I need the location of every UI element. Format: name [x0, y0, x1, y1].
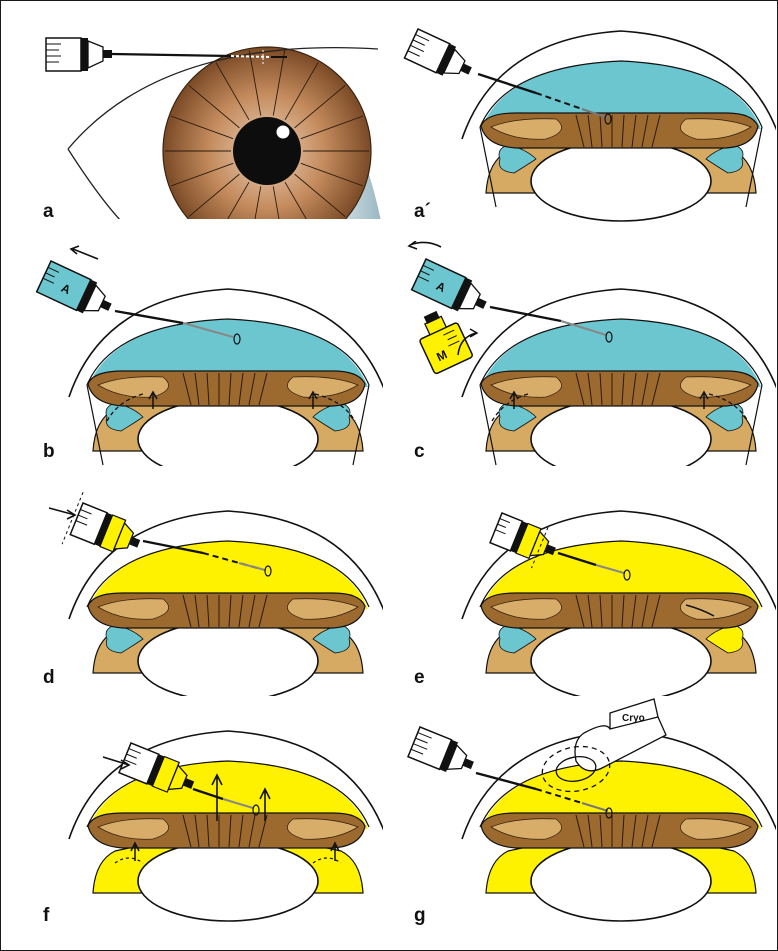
panel-c: A M c — [396, 241, 776, 466]
panel-label-c: c — [414, 441, 425, 463]
bottle-m: M — [411, 305, 477, 374]
panel-label-a: a — [43, 201, 54, 223]
pupil — [233, 117, 301, 185]
panel-label-a-prime: a´ — [414, 201, 431, 223]
panel-g-graphic: Cryo — [396, 691, 776, 931]
push-arrow — [49, 508, 75, 519]
panel-a: a — [3, 21, 383, 226]
panel-e-graphic — [396, 491, 776, 696]
panel-label-g: g — [414, 905, 426, 927]
corneal-reflex — [277, 126, 290, 139]
panel-a-prime: a´ — [396, 21, 776, 226]
lower-eyelid — [68, 149, 121, 221]
panel-e: e — [396, 491, 776, 696]
panel-label-f: f — [43, 905, 49, 927]
panel-label-d: d — [43, 667, 55, 689]
withdraw-arrow — [71, 246, 98, 259]
panel-g: Cryo g — [396, 691, 776, 931]
panel-f: f — [3, 721, 383, 931]
panel-label-b: b — [43, 441, 55, 463]
cryo-label: Cryo — [622, 713, 645, 724]
panel-a-graphic — [3, 21, 383, 226]
panel-a-prime-graphic — [396, 21, 776, 226]
rotate-arrow — [409, 241, 441, 249]
panel-b: A b — [3, 241, 383, 466]
panel-label-e: e — [414, 667, 425, 689]
panel-c-graphic: A M — [396, 241, 776, 466]
panel-b-graphic: A — [3, 241, 383, 466]
panel-d-graphic — [3, 491, 383, 696]
panel-f-graphic — [3, 721, 383, 931]
panel-d: d — [3, 491, 383, 696]
